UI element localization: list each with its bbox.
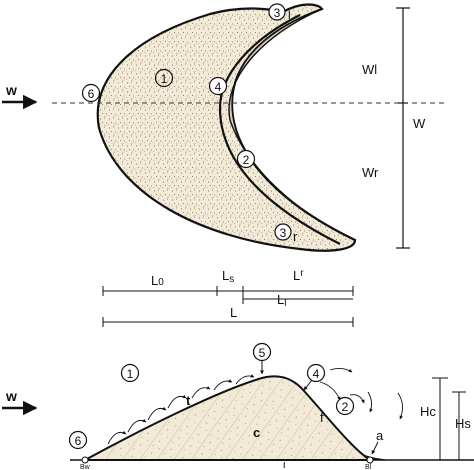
profile-view: w 1	[2, 342, 474, 470]
point-i-label: i	[283, 459, 285, 470]
dune-profile-body	[84, 375, 374, 461]
svg-text:2: 2	[342, 400, 349, 414]
plan-view: w 1 6 4 2 3 l 3 r	[2, 3, 448, 327]
height-dimensions: Hc Hs	[420, 377, 471, 460]
svg-text:2: 2	[243, 153, 250, 167]
point-c-label: c	[253, 425, 260, 440]
brink-arrow	[303, 379, 313, 391]
length-l0-label: L0	[151, 273, 164, 288]
svg-text:r: r	[293, 229, 298, 244]
profile-marker-toe: 6	[68, 430, 88, 450]
profile-marker-lee: 2	[335, 396, 355, 416]
profile-marker-brink: 4	[306, 363, 326, 383]
length-total-label: L	[230, 305, 237, 320]
svg-text:3: 3	[280, 226, 287, 240]
profile-wind-label: w	[5, 388, 17, 404]
lee-flow-arrows	[319, 367, 403, 420]
width-total-label: W	[413, 116, 426, 131]
svg-text:6: 6	[88, 87, 95, 101]
point-f-label: f	[320, 410, 324, 425]
svg-text:l: l	[288, 8, 291, 22]
length-lr-label: Lr	[293, 268, 304, 283]
plan-wind-label: w	[5, 82, 17, 98]
svg-text:Bw: Bw	[80, 464, 91, 470]
svg-text:1: 1	[161, 72, 168, 86]
svg-text:1: 1	[127, 367, 134, 381]
svg-text:3: 3	[274, 6, 281, 20]
base-windward: Bw	[80, 456, 91, 470]
point-t-label: t	[186, 393, 191, 408]
marker-brink: 4	[208, 76, 228, 96]
marker-slip-face: 2	[236, 149, 256, 169]
base-lee: Bl	[365, 456, 374, 470]
height-crest-label: Hc	[420, 404, 436, 419]
svg-text:6: 6	[75, 434, 82, 448]
height-slip-label: Hs	[455, 416, 471, 431]
brink-line	[218, 14, 341, 245]
saltation-arrows	[107, 374, 255, 445]
slip-face-region	[228, 8, 356, 241]
svg-text:4: 4	[215, 80, 222, 94]
width-dimension: Wl Wr W	[362, 7, 426, 249]
marker-toe: 6	[81, 83, 101, 103]
length-ls-label: Ls	[222, 268, 234, 285]
width-left-label: Wl	[362, 62, 377, 77]
marker-body: 1	[154, 68, 174, 88]
length-ll-label: Ll	[277, 292, 286, 309]
profile-marker-crest: 5	[252, 342, 272, 362]
svg-text:Bl: Bl	[365, 464, 372, 470]
svg-text:5: 5	[259, 346, 266, 360]
point-a-label: a	[376, 428, 384, 443]
profile-marker-air: 1	[120, 363, 140, 383]
marker-right-horn: 3 r	[274, 223, 298, 244]
svg-text:4: 4	[313, 367, 320, 381]
point-a-arrow	[371, 441, 379, 455]
marker-left-horn: 3 l	[268, 3, 291, 22]
dune-plan-body	[96, 3, 357, 252]
width-right-label: Wr	[362, 165, 379, 180]
length-dimensions: L0 Ls Lr Ll L	[102, 268, 354, 327]
